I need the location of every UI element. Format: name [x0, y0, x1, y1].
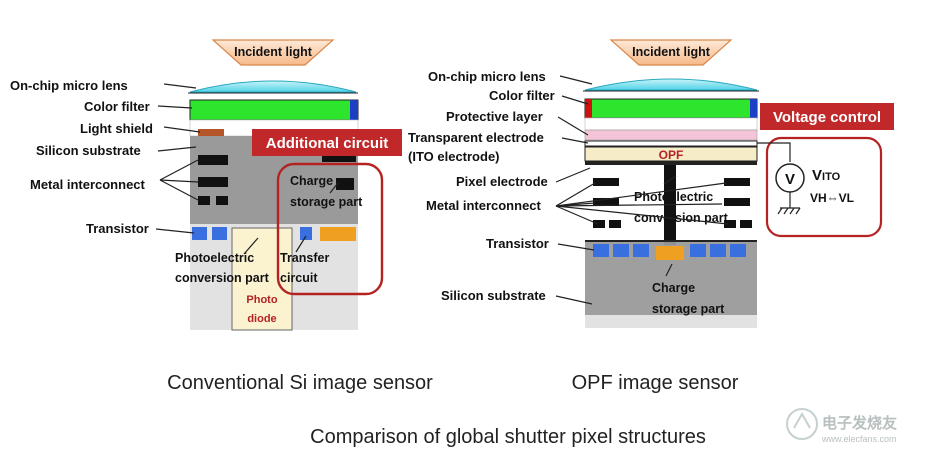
photoelectric-label-left-2: conversion part [175, 271, 270, 285]
voltage-control-label: Voltage control [773, 109, 881, 126]
protective-layer [584, 129, 758, 141]
charge-storage-label-right-1: Charge [652, 281, 695, 295]
transparent-electrode [584, 140, 758, 147]
photoelectric-label-left-1: Photoelectric [175, 251, 254, 265]
additional-circuit-label: Additional circuit [266, 135, 389, 152]
incident-light-arrow-left: Incident light [211, 39, 335, 66]
voltmeter-symbol: V [785, 171, 795, 188]
charge-storage-label-left-1: Charge [290, 174, 333, 188]
micro-lens-right [584, 78, 758, 91]
incident-light-arrow-right: Incident light [609, 39, 733, 66]
protective-layer-label: Protective layer [446, 109, 543, 124]
caption-right: OPF image sensor [572, 372, 739, 394]
metal-interconnect-label-right: Metal interconnect [426, 198, 542, 213]
silicon-substrate-label-left: Silicon substrate [36, 143, 141, 158]
elecfans-watermark: 电子发烧友 www.elecfans.com [786, 408, 897, 444]
transistors-left [192, 227, 312, 240]
color-filter-left [189, 99, 359, 121]
charge-storage-label-right-2: storage part [652, 302, 725, 316]
watermark-logo-icon [786, 408, 818, 440]
color-filter-label-right: Color filter [489, 88, 555, 103]
watermark-url: www.elecfans.com [821, 434, 897, 444]
ground-icon [777, 207, 801, 215]
transfer-circuit-label-1: Transfer [280, 251, 329, 265]
transistor-label-right: Transistor [486, 236, 549, 251]
incident-light-label-left: Incident light [234, 45, 313, 59]
charge-storage-orange-right [656, 246, 684, 260]
pixel-electrode-label: Pixel electrode [456, 174, 548, 189]
incident-light-label-right: Incident light [632, 45, 711, 59]
micro-lens-label-left: On-chip micro lens [10, 78, 128, 93]
charge-storage-label-left-2: storage part [290, 195, 363, 209]
micro-lens-left [189, 80, 357, 93]
additional-circuit-callout: Additional circuit [252, 129, 402, 296]
opf-sensor-diagram: Incident light OPF [408, 39, 894, 394]
light-shield-label: Light shield [80, 121, 153, 136]
conventional-sensor-diagram: Incident light [10, 39, 433, 394]
charge-storage-orange-left [320, 227, 356, 241]
transfer-circuit-label-2: circuit [280, 271, 318, 285]
comparison-title: Comparison of global shutter pixel struc… [310, 426, 706, 448]
metal-interconnect-left [198, 152, 356, 205]
transistor-label-left: Transistor [86, 221, 149, 236]
silicon-substrate-label-right: Silicon substrate [441, 288, 546, 303]
photo-diode-label-2: diode [247, 313, 276, 325]
vito-label: VITO [812, 167, 841, 184]
vh-vl-label: VH⇔VL [810, 191, 854, 205]
opf-label: OPF [659, 148, 684, 162]
photoelectric-label-right-1: Photoelectric [634, 190, 713, 204]
metal-interconnect-label-left: Metal interconnect [30, 177, 146, 192]
voltage-control-callout: Voltage control V VITO VH⇔VL [757, 103, 894, 238]
transparent-electrode-label: Transparent electrode [408, 130, 544, 145]
ito-electrode-label: (ITO electrode) [408, 149, 500, 164]
color-filter-label-left: Color filter [84, 99, 150, 114]
micro-lens-label-right: On-chip micro lens [428, 69, 546, 84]
photo-diode-box [231, 227, 293, 331]
watermark-text: 电子发烧友 [822, 414, 897, 432]
photo-diode-label-1: Photo [246, 294, 277, 306]
color-filter-right [584, 98, 758, 119]
caption-left: Conventional Si image sensor [167, 372, 433, 394]
light-shield-left [198, 129, 224, 136]
